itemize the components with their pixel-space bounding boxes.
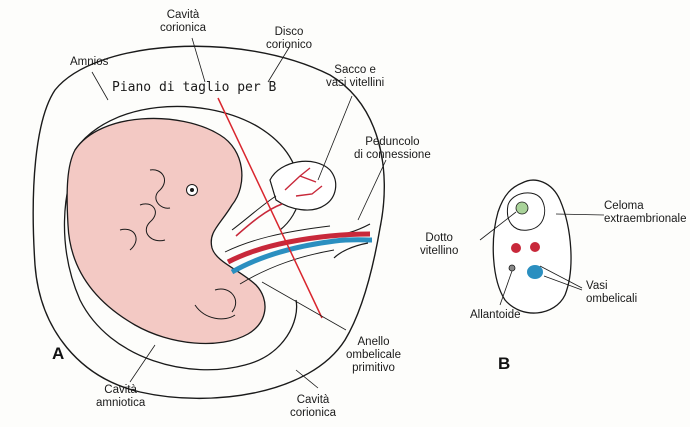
label-cavita-corionica-top: Cavità corionica: [160, 9, 206, 35]
label-anello-ombelicale: Anello ombelicale primitivo: [346, 336, 401, 375]
label-disco-corionico: Disco corionico: [266, 26, 312, 52]
label-cavita-amniotica: Cavità amniotica: [96, 384, 145, 410]
label-amnios: Amnios: [70, 56, 108, 69]
umbilical-vessel-blue: [232, 240, 372, 272]
cut-plane-label: Piano di taglio per B: [112, 80, 276, 95]
label-vasi-ombelicali: Vasi ombelicali: [586, 280, 637, 306]
vitelline-duct-circle: [516, 202, 528, 214]
embryo-body: [67, 118, 265, 343]
yolk-sac: [270, 161, 336, 210]
label-sacco-vasi-vitellini: Sacco e vasi vitellini: [326, 64, 384, 90]
label-dotto-vitellino: Dotto vitellino: [420, 232, 458, 258]
label-celoma-extraembrionale: Celoma extraembrionale: [604, 200, 686, 226]
label-allantoide: Allantoide: [470, 309, 521, 322]
figure-a-letter: A: [52, 344, 64, 364]
umbilical-vein-blue: [527, 265, 543, 279]
label-cavita-corionica-bottom: Cavità corionica: [290, 394, 336, 420]
label-peduncolo-connessione: Peduncolo di connessione: [354, 136, 431, 162]
figure-b-letter: B: [498, 354, 510, 374]
